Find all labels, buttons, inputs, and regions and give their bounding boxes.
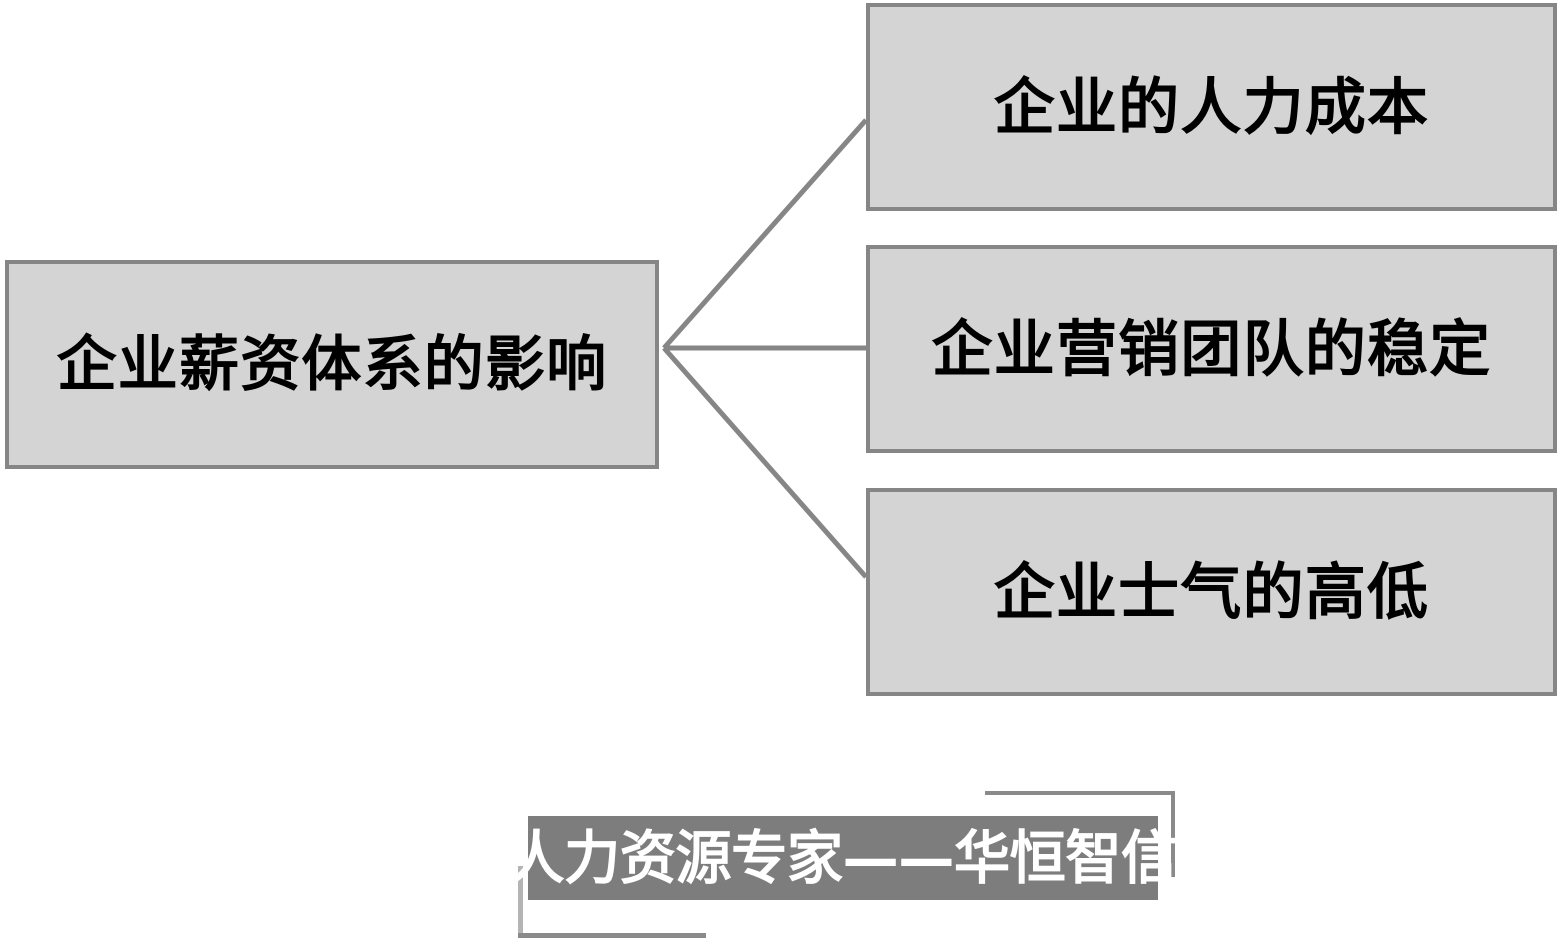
branch-node-box-2[interactable]: 企业营销团队的稳定 bbox=[866, 245, 1557, 453]
branch-node-label-2: 企业营销团队的稳定 bbox=[931, 313, 1492, 385]
connector-line-to-branch-1 bbox=[662, 118, 868, 350]
watermark-bracket-left-vertical bbox=[518, 866, 523, 938]
watermark-bracket-right-horizontal bbox=[985, 791, 1175, 795]
root-node-label: 企业薪资体系的影响 bbox=[56, 329, 608, 400]
branch-node-box-3[interactable]: 企业士气的高低 bbox=[866, 488, 1557, 696]
connector-line-to-branch-3 bbox=[662, 346, 868, 579]
watermark-label: 人力资源专家——华恒智信 bbox=[508, 824, 1178, 892]
watermark-bracket-left-horizontal bbox=[518, 933, 706, 938]
branch-node-label-1: 企业的人力成本 bbox=[993, 71, 1430, 143]
branch-node-box-1[interactable]: 企业的人力成本 bbox=[866, 3, 1557, 211]
branch-node-label-3: 企业士气的高低 bbox=[993, 556, 1430, 628]
watermark-block: 人力资源专家——华恒智信 bbox=[500, 780, 1200, 951]
root-node-box[interactable]: 企业薪资体系的影响 bbox=[5, 260, 659, 469]
watermark-bar: 人力资源专家——华恒智信 bbox=[509, 816, 1178, 900]
watermark-bracket-right-vertical bbox=[1171, 791, 1175, 877]
